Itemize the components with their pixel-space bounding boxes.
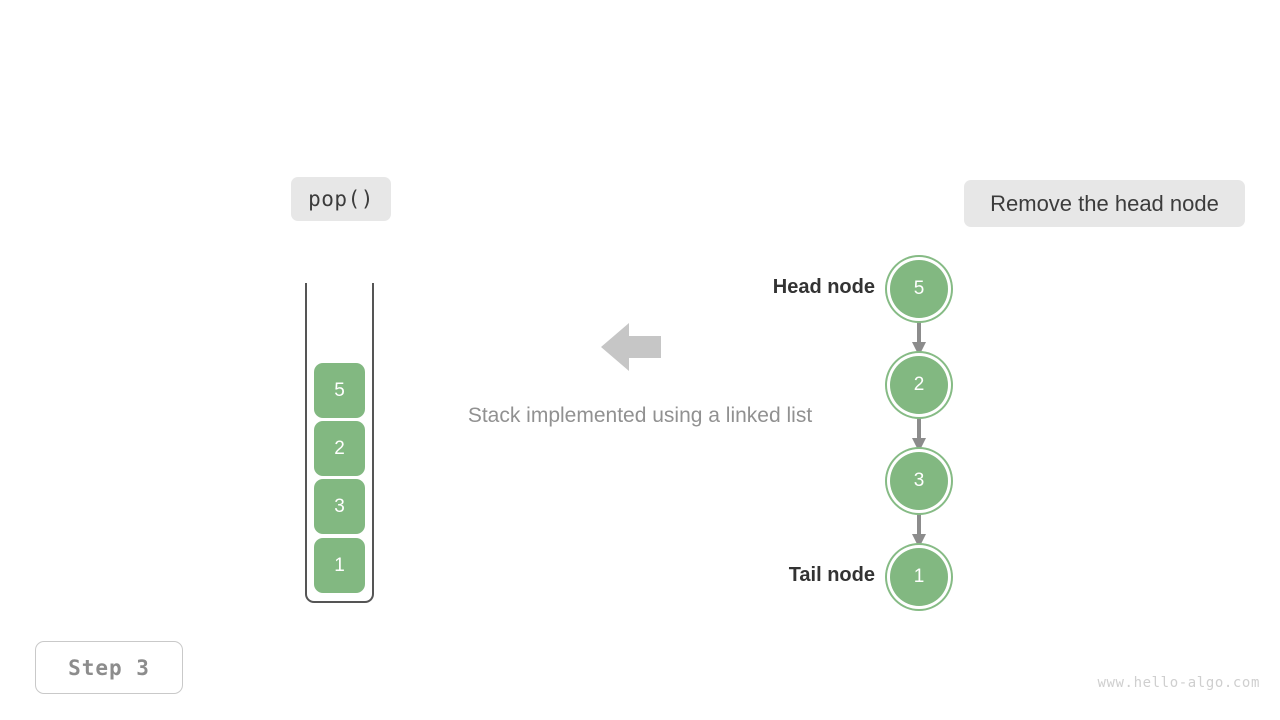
link-arrow-icon	[912, 510, 926, 553]
stack-cell: 1	[314, 538, 365, 593]
linked-list-node: 3	[890, 452, 948, 510]
linked-list-node: 2	[890, 356, 948, 414]
link-arrow-icon	[912, 318, 926, 361]
link-arrow-icon	[912, 414, 926, 457]
stack-container: 5 2 3 1	[305, 283, 374, 603]
linked-list-node: 5	[890, 260, 948, 318]
stack-cell: 3	[314, 479, 365, 534]
stack-cell-value: 5	[334, 379, 345, 401]
action-badge: Remove the head node	[964, 180, 1245, 227]
linked-list: Head node Tail node 5 2 3 1	[760, 250, 1060, 620]
node-value: 3	[913, 470, 925, 491]
node-value: 5	[913, 278, 925, 299]
node-value: 2	[913, 374, 925, 395]
action-badge-label: Remove the head node	[990, 190, 1219, 216]
diagram-caption: Stack implemented using a linked list	[467, 404, 813, 427]
step-indicator: Step 3	[35, 641, 183, 694]
arrow-left-icon	[601, 319, 661, 375]
operation-badge: pop()	[291, 177, 391, 221]
stack-cell: 5	[314, 363, 365, 418]
stack-cell-value: 1	[334, 554, 345, 576]
operation-badge-label: pop()	[308, 187, 374, 211]
stack-cell-value: 2	[334, 437, 345, 459]
node-value: 1	[913, 566, 925, 587]
stack-frame	[305, 283, 374, 603]
stack-cell-value: 3	[334, 495, 345, 517]
head-node-label: Head node	[772, 276, 875, 298]
watermark: www.hello-algo.com	[1097, 675, 1260, 691]
linked-list-node: 1	[890, 548, 948, 606]
tail-node-label: Tail node	[788, 564, 875, 586]
stack-cell: 2	[314, 421, 365, 476]
